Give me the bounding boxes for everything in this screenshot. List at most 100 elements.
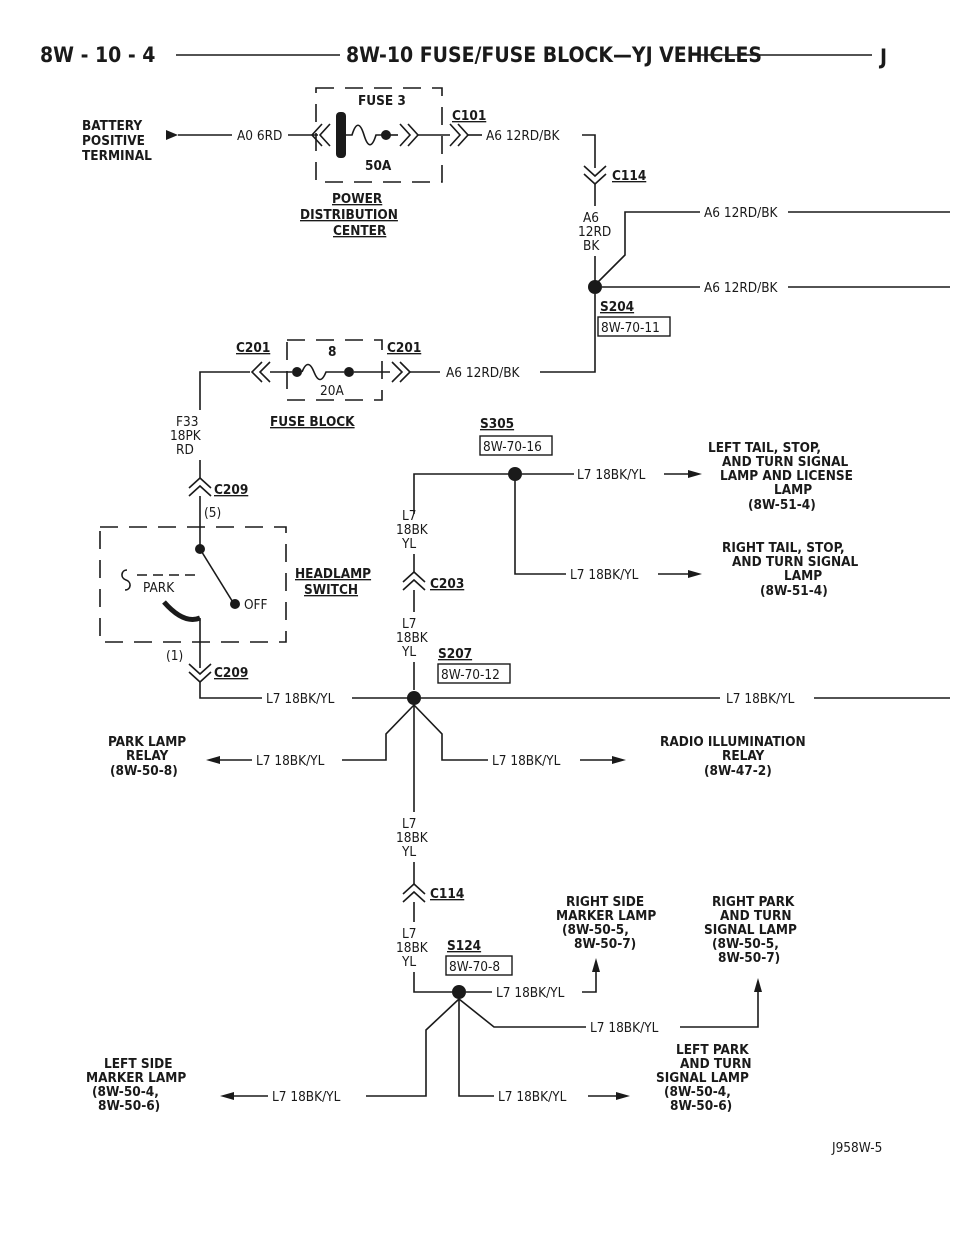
wire-l7-right-tail xyxy=(514,481,566,575)
left-park-label-3: SIGNAL LAMP xyxy=(656,1070,749,1086)
headlamp-switch-box xyxy=(99,526,287,643)
connector-c114-top: C114 xyxy=(612,168,646,184)
right-park-label-3: SIGNAL LAMP xyxy=(704,922,797,938)
fuse3-element-icon xyxy=(346,124,390,146)
switch-blade-icon xyxy=(199,548,235,605)
wire-a6-v1: A6 xyxy=(583,210,599,226)
wire-l7-label-park-relay: L7 18BK/YL xyxy=(256,753,325,769)
arrow-park-relay-icon xyxy=(206,756,220,764)
switch-park-label: PARK xyxy=(143,580,175,596)
right-tail-label-4: (8W-51-4) xyxy=(760,583,828,599)
wire-l7-label-radio: L7 18BK/YL xyxy=(492,753,561,769)
fuse8-rating: 20A xyxy=(320,383,344,399)
splice-s305-label: S305 xyxy=(480,416,514,432)
wire-l7-v2-upper: 18BK xyxy=(396,522,429,538)
figure-code: J958W-5 xyxy=(831,1140,882,1156)
battery-label-1: BATTERY xyxy=(82,118,142,134)
left-tail-label-2: AND TURN SIGNAL xyxy=(722,454,849,470)
wire-l7-from-switch xyxy=(199,682,262,699)
wire-l7-label-right-marker: L7 18BK/YL xyxy=(496,985,565,1001)
switch-pin1: (1) xyxy=(166,648,183,664)
left-marker-label-2: MARKER LAMP xyxy=(86,1070,186,1086)
wire-l7-label-left-park: L7 18BK/YL xyxy=(498,1089,567,1105)
wire-l7-label-left-marker: L7 18BK/YL xyxy=(272,1089,341,1105)
ref-box-s204 xyxy=(597,316,671,337)
wire-l7-v1-upper: L7 xyxy=(402,508,417,524)
splice-s305-dot xyxy=(508,467,522,481)
ref-box-s305 xyxy=(479,435,553,456)
right-marker-label-1: RIGHT SIDE xyxy=(566,894,644,910)
fuse-block-box xyxy=(286,339,383,401)
arrow-left-tail-icon xyxy=(688,470,702,478)
splice-s204-label: S204 xyxy=(600,299,634,315)
switch-park-contact-icon xyxy=(162,600,201,622)
connector-chevron-right-icon xyxy=(399,123,420,147)
wire-l7-v1-lower: L7 xyxy=(402,816,417,832)
wire-f33-v2: 18PK xyxy=(170,428,202,444)
ref-s305: 8W-70-16 xyxy=(483,439,542,455)
fuse8-terminal-left-icon xyxy=(292,367,302,377)
connector-c201-right: C201 xyxy=(387,340,421,356)
ref-box-s207 xyxy=(437,663,511,684)
wire-l7-v2-bottom: 18BK xyxy=(396,940,429,956)
headlamp-switch-label-2: SWITCH xyxy=(304,582,358,598)
fuse-block-label: FUSE BLOCK xyxy=(270,414,355,430)
splice-s207-dot xyxy=(407,691,421,705)
left-park-label-1: LEFT PARK xyxy=(676,1042,749,1058)
c114-bottom-chevron-icon xyxy=(402,882,426,903)
wire-a6-label-upper: A6 12RD/BK xyxy=(704,205,779,221)
switch-pin5: (5) xyxy=(204,505,221,521)
wire-l7-right-park xyxy=(458,998,586,1028)
connector-c101: C101 xyxy=(452,108,486,124)
arrow-right-park-icon xyxy=(754,978,762,992)
wire-a6-v2: 12RD xyxy=(578,224,611,240)
wire-l7-label-right-park: L7 18BK/YL xyxy=(590,1020,659,1036)
ref-box-s124 xyxy=(445,955,513,976)
wire-l7-v3-mid: YL xyxy=(401,644,416,660)
wire-l7-left-park xyxy=(458,999,494,1097)
wire-f33-v3: RD xyxy=(176,442,194,458)
arrow-left-marker-icon xyxy=(220,1092,234,1100)
arrow-right-marker-icon xyxy=(592,958,600,972)
right-marker-label-3: (8W-50-5, xyxy=(562,922,629,938)
park-relay-label-1: PARK LAMP xyxy=(108,734,186,750)
splice-s207-label: S207 xyxy=(438,646,472,662)
wire-l7-v3-upper: YL xyxy=(401,536,416,552)
wire-l7-label-east: L7 18BK/YL xyxy=(726,691,795,707)
power-distribution-center-box xyxy=(315,87,443,183)
battery-label-2: POSITIVE xyxy=(82,133,145,149)
wire-l7-v2-lower: 18BK xyxy=(396,830,429,846)
radio-label-2: RELAY xyxy=(722,748,764,764)
pdc-label-3: CENTER xyxy=(333,223,387,239)
pdc-label-2: DISTRIBUTION xyxy=(300,207,398,223)
wire-l7-v3-lower: YL xyxy=(401,844,416,860)
headlamp-switch-label-1: HEADLAMP xyxy=(295,566,371,582)
park-relay-label-3: (8W-50-8) xyxy=(110,763,178,779)
wire-l7-v1-mid: L7 xyxy=(402,616,417,632)
right-marker-label-2: MARKER LAMP xyxy=(556,908,656,924)
left-tail-label-1: LEFT TAIL, STOP, xyxy=(708,440,821,456)
wire-l7-v3-bottom: YL xyxy=(401,954,416,970)
wire-l7-label-left-tail: L7 18BK/YL xyxy=(577,467,646,483)
switch-off-contact-icon xyxy=(230,599,240,609)
splice-s124-label: S124 xyxy=(447,938,481,954)
park-relay-label-2: RELAY xyxy=(126,748,168,764)
fuse3-label: FUSE 3 xyxy=(358,93,406,109)
c209-top-chevron-icon xyxy=(188,476,212,497)
pdc-label-1: POWER xyxy=(332,191,383,207)
fuse3-rating: 50A xyxy=(365,158,392,174)
left-park-label-4: (8W-50-4, xyxy=(664,1084,731,1100)
wire-a6-label-fuse8: A6 12RD/BK xyxy=(446,365,521,381)
switch-off-label: OFF xyxy=(244,597,268,613)
right-park-label-4: (8W-50-5, xyxy=(712,936,779,952)
right-tail-label-3: LAMP xyxy=(784,568,822,584)
splice-s124-dot xyxy=(452,985,466,999)
radio-label-1: RADIO ILLUMINATION xyxy=(660,734,806,750)
header-page-number: 8W - 10 - 4 xyxy=(40,43,155,67)
fuse8-number: 8 xyxy=(328,344,336,360)
connector-c209-bottom: C209 xyxy=(214,665,248,681)
ref-s124: 8W-70-8 xyxy=(449,959,500,975)
right-park-label-2: AND TURN xyxy=(720,908,792,924)
wire-l7-right-park-end xyxy=(680,990,759,1028)
